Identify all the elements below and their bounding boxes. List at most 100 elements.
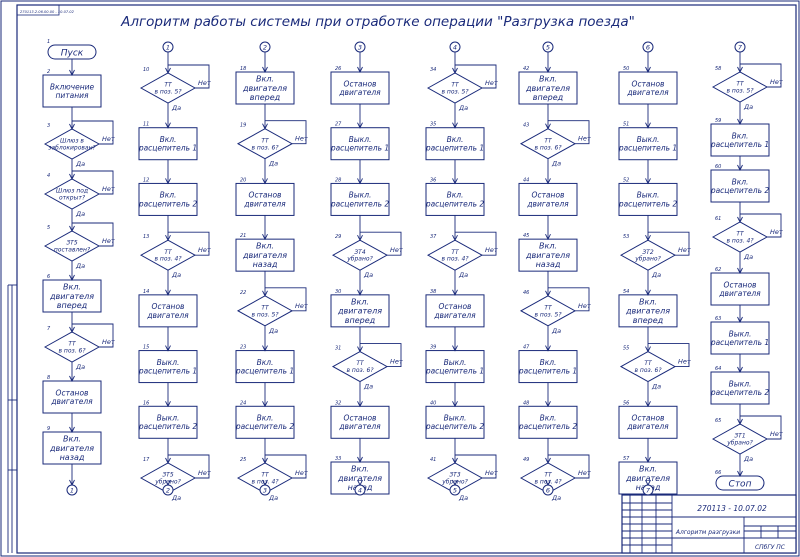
no-label: Нет	[102, 338, 115, 346]
block-number: 55	[623, 346, 629, 352]
flow-arrowhead	[165, 401, 171, 408]
process-box	[235, 71, 295, 105]
block-number: 61	[715, 216, 721, 222]
block-number: 42	[523, 66, 529, 72]
flow-block: Вкл.расцепитель 1 59	[710, 118, 770, 157]
yes-label: Да	[458, 271, 468, 279]
page-title: Алгоритм работы системы при отработке оп…	[120, 14, 635, 30]
process-box	[518, 350, 578, 384]
connector-label: 3	[263, 486, 267, 494]
yes-label: Да	[268, 494, 278, 502]
flow-arrowhead	[545, 233, 551, 241]
yes-label: Да	[363, 271, 373, 279]
flow-block: Выкл.расцепитель 139	[425, 345, 485, 384]
no-loop-line	[72, 120, 114, 145]
no-label: Нет	[770, 430, 783, 438]
process-text: Выкл.расцепитель 1	[330, 135, 389, 153]
flow-arrowhead	[645, 401, 651, 408]
process-text: Выкл.расцепитель 1	[425, 358, 484, 376]
flow-arrowhead	[645, 122, 651, 129]
flow-arrowhead	[737, 118, 743, 126]
connector-out: 1	[66, 484, 78, 496]
flow-arrowhead	[545, 178, 551, 185]
connector-label: 6	[646, 43, 650, 51]
no-label: Нет	[578, 469, 591, 477]
connector-in: 4	[449, 41, 461, 53]
block-number: 60	[715, 164, 721, 170]
flow-block: Вкл.расцепитель 147	[518, 345, 578, 384]
yes-label: Да	[551, 327, 561, 335]
block-number: 5	[47, 225, 50, 231]
flow-arrowhead	[69, 274, 75, 282]
process-box	[618, 294, 678, 328]
no-loop-line	[740, 63, 782, 88]
flow-arrowhead	[645, 456, 651, 464]
block-number: 51	[623, 122, 629, 128]
no-loop-line	[548, 454, 590, 479]
block-number: 10	[143, 67, 149, 73]
flow-arrowhead	[357, 122, 363, 129]
no-label: Нет	[390, 246, 403, 254]
block-number: 21	[240, 233, 246, 239]
flow-arrowhead	[737, 418, 743, 426]
flow-arrowhead	[165, 457, 171, 465]
flow-arrowhead	[262, 290, 268, 297]
block-number: 66	[715, 470, 721, 476]
block-number: 52	[623, 177, 629, 183]
connector-label: 4	[453, 43, 457, 51]
flow-arrowhead	[645, 289, 651, 296]
no-label: Нет	[578, 302, 591, 310]
process-box	[330, 294, 390, 328]
flow-arrowhead	[165, 67, 171, 75]
flow-arrowhead	[357, 456, 363, 464]
block-number: 32	[335, 400, 341, 406]
process-text: Вкл.расцепитель 1	[710, 131, 769, 149]
connector-circle	[354, 484, 366, 496]
block-number: 56	[623, 400, 629, 406]
yes-label: Да	[551, 494, 561, 502]
no-label: Нет	[485, 246, 498, 254]
block-number: 16	[143, 400, 149, 406]
block-number: 35	[430, 122, 436, 128]
block-number: 46	[523, 290, 529, 296]
no-label: Нет	[102, 135, 115, 143]
flow-arrowhead	[452, 401, 458, 408]
flow-arrowhead	[69, 173, 75, 181]
connector-label: 4	[358, 486, 362, 494]
block-number: 29	[335, 234, 341, 240]
block-number: 3	[47, 123, 50, 129]
block-number: 59	[715, 118, 721, 124]
connector-circle	[259, 484, 271, 496]
yes-label: Да	[743, 103, 753, 111]
flow-arrowhead	[737, 366, 743, 374]
process-box	[710, 371, 770, 405]
stamp-code: 270113 - 10.07.02	[697, 504, 767, 513]
stamp-name: Алгоритм разгрузки	[675, 529, 740, 536]
process-box	[618, 405, 678, 439]
